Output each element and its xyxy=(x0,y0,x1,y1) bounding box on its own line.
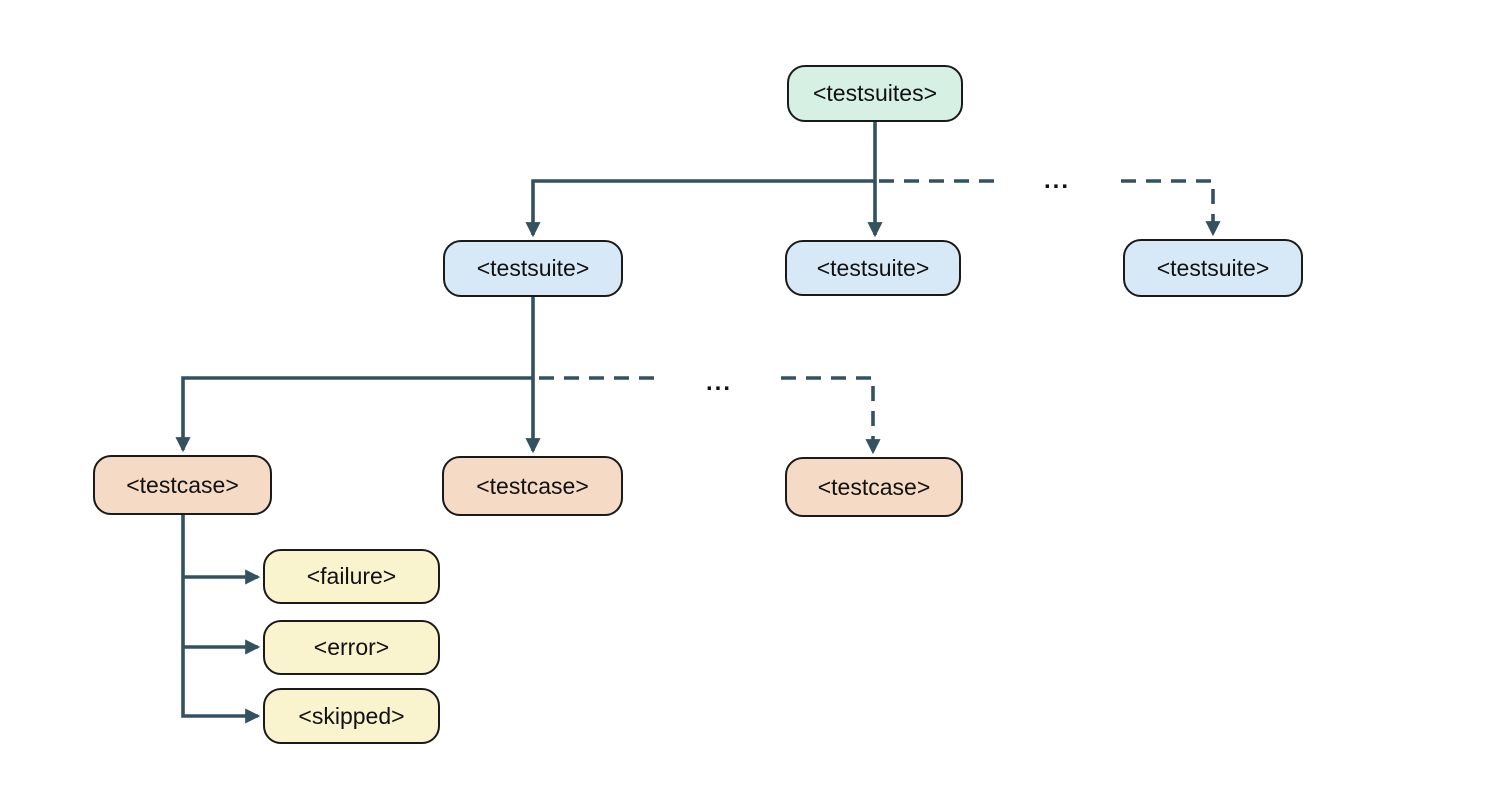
node-testsuite-1: <testsuite> xyxy=(443,240,623,297)
node-failure: <failure> xyxy=(263,549,440,604)
ellipsis-level2: ... xyxy=(706,369,733,396)
node-testcase-3: <testcase> xyxy=(785,457,963,517)
node-testcase-2: <testcase> xyxy=(442,456,623,516)
node-testcase-1-label: <testcase> xyxy=(126,471,239,498)
node-testsuite-2: <testsuite> xyxy=(785,240,961,296)
node-testsuite-3: <testsuite> xyxy=(1123,239,1303,297)
edge-testsuites-to-testsuite1 xyxy=(525,179,875,238)
edge-dashed-testsuites-to-testsuite3 xyxy=(1121,179,1221,237)
node-skipped-label: <skipped> xyxy=(298,702,405,729)
node-error: <error> xyxy=(263,620,440,675)
edge-dashed-testsuite1-to-testcase3 xyxy=(781,376,881,455)
node-testsuite-2-label: <testsuite> xyxy=(816,254,930,281)
node-testcase-1: <testcase> xyxy=(93,455,272,515)
edge-testsuite1-to-testcase1 xyxy=(175,376,533,453)
node-error-label: <error> xyxy=(313,634,390,660)
edge-testcase1-to-skipped xyxy=(181,515,261,724)
node-testsuite-1-label: <testsuite> xyxy=(476,255,590,281)
node-testsuites-label: <testsuites> xyxy=(812,80,938,106)
node-failure-label: <failure> xyxy=(306,563,397,589)
node-testsuites: <testsuites> xyxy=(787,65,963,122)
node-testsuite-3-label: <testsuite> xyxy=(1156,254,1270,281)
ellipsis-level1: ... xyxy=(1044,167,1071,194)
node-skipped: <skipped> xyxy=(263,688,440,744)
node-testcase-2-label: <testcase> xyxy=(476,472,589,499)
node-testcase-3-label: <testcase> xyxy=(817,473,931,500)
